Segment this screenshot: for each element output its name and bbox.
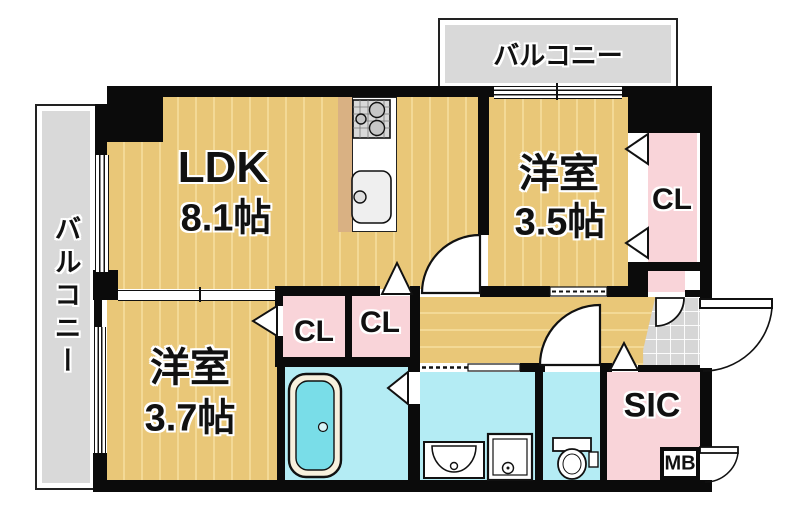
balcony-left: バルコニー [35, 104, 97, 490]
window-room35-balcony [494, 86, 622, 99]
stove-burner-2 [368, 119, 386, 137]
balcony-left-label: バルコニー [50, 214, 81, 380]
wall-right-upper [700, 86, 712, 299]
mb-door-leaf [699, 446, 739, 454]
window-room35-tick [556, 83, 558, 100]
wall-cl-mid-left-a [275, 286, 283, 306]
cl-mid-right [352, 296, 410, 357]
wall-below-room35-left [480, 286, 550, 297]
sic-bifold-door [608, 340, 640, 371]
balcony-top: バルコニー [438, 18, 678, 90]
wall-below-room35-right [607, 286, 628, 297]
western-room-37-floor [107, 299, 277, 480]
room37-size-label: 3.7帖 [144, 397, 236, 440]
wall-hall-bottom-a [520, 363, 545, 372]
wall-cl-mid-left-b [275, 336, 283, 367]
toilet-seat [562, 453, 582, 475]
wall-cl-mid-top [280, 286, 380, 296]
washing-machine-pan-inner [492, 438, 528, 476]
cl-room35 [648, 133, 697, 262]
kitchen-sink [351, 170, 392, 224]
wall-left-block-mid [93, 270, 118, 300]
washbasin-bowl [431, 445, 477, 473]
wall-bath-wash-a [408, 367, 420, 372]
wall-room37-bath [277, 367, 285, 482]
cl-room35-folding-door-upper [624, 132, 649, 166]
wall-bottom [93, 480, 712, 492]
wall-right-lower [700, 368, 712, 447]
wall-entrance-sic [638, 365, 700, 372]
front-door-leaf [699, 298, 773, 309]
front-door-swing [702, 307, 773, 372]
bathtub-inner [295, 380, 335, 471]
wall-left-a [95, 104, 107, 155]
wall-block-above-cl [628, 86, 712, 133]
ldk-size-label: 8.1帖 [180, 197, 272, 240]
sliding-partition-tick [199, 287, 201, 302]
entrance-closet-door-swing [655, 297, 685, 327]
cl-room35-label: CL [652, 183, 692, 216]
cl-mid-left-label: CL [294, 315, 334, 348]
ldk-floor [107, 97, 480, 289]
wall-wash-toilet [535, 372, 543, 480]
bathtub-drain [317, 421, 329, 433]
room35-size-label: 3.5帖 [514, 201, 606, 244]
washbasin-drain [449, 461, 459, 471]
wall-left-block-bottom [93, 453, 107, 482]
wall-cl-corner [628, 271, 648, 297]
meter-box-label: MB [664, 452, 696, 474]
wall-bath-wash-b [408, 404, 420, 480]
wall-toilet-sic [600, 365, 607, 480]
wall-cl-mid-bottom [275, 357, 420, 367]
window-ldk-balcony [95, 155, 109, 272]
toilet-door-swing [538, 303, 602, 367]
sic-label: SIC [623, 386, 681, 425]
kitchen-faucet [353, 190, 367, 204]
wall-top-left [107, 86, 494, 97]
kitchen-counter-edge [338, 97, 352, 232]
ldk-door-swing [420, 233, 482, 295]
balcony-top-label: バルコニー [493, 40, 623, 71]
western-room-35-floor [488, 97, 628, 289]
room37-label: 洋室 [150, 346, 230, 390]
room35-sliding-door [549, 286, 608, 297]
cl-mid-left-folding-door [251, 304, 278, 338]
cl-mid-right-label: CL [360, 306, 400, 339]
wall-ldk-room35 [478, 97, 489, 235]
cl-room35-folding-door-lower [624, 226, 649, 260]
bathroom-folding-door [386, 369, 409, 407]
cl-mid-right-bifold-door [380, 260, 414, 295]
toilet-paper-holder [588, 451, 599, 468]
washroom-sliding-door-leaf [467, 363, 521, 372]
sliding-partition-ldk-room37 [118, 290, 275, 301]
wall-corner-block-topleft [107, 86, 163, 142]
stove-burner-1 [368, 101, 386, 119]
wall-between-cl-mid [345, 296, 352, 357]
mb-door-swing [704, 452, 739, 483]
entrance-closet [648, 271, 685, 292]
ldk-label: LDK [177, 143, 269, 192]
toilet-bowl [557, 448, 587, 480]
wall-below-cl [628, 262, 700, 271]
wall-hall-left [410, 286, 420, 372]
room35-label: 洋室 [519, 152, 599, 196]
cl-mid-left [283, 296, 345, 357]
meter-box: MB [660, 447, 700, 480]
washing-machine-drain-dot [506, 466, 510, 470]
wall-left-b [94, 300, 102, 327]
cl-room35-door-strip [628, 133, 648, 262]
wall-closet-door-side [685, 290, 700, 297]
window-room37-balcony [94, 327, 106, 453]
stove-burner-3 [355, 113, 367, 125]
